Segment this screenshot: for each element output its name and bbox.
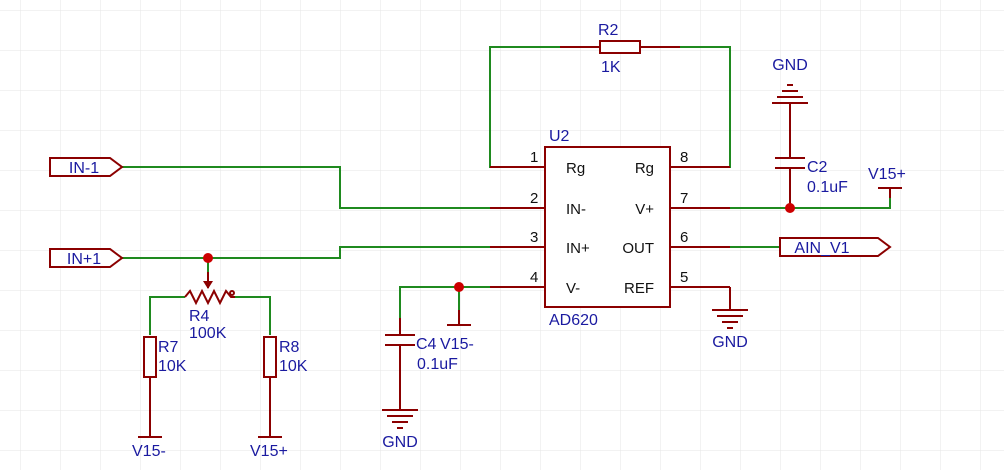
r8-ref: R8	[279, 339, 300, 356]
pin-name: REF	[624, 280, 654, 297]
resistor-r8[interactable]: R8 10K V15+	[250, 336, 308, 460]
pin-name: Rg	[635, 160, 654, 177]
port-in-plus[interactable]: IN+1	[49, 248, 124, 268]
r8-body	[263, 336, 277, 378]
r2-ref: R2	[598, 22, 619, 39]
power-v15p-top: V15+	[868, 166, 906, 198]
pin-number: 2	[530, 190, 538, 207]
r2-body	[599, 40, 641, 54]
ic-body	[544, 146, 671, 308]
wire-r4-right[interactable]	[235, 296, 271, 335]
resistor-r2[interactable]: R2 1K	[560, 22, 680, 76]
wire-vplus[interactable]	[730, 198, 891, 209]
port-in-minus-shape	[49, 157, 124, 177]
ic-part-name: AD620	[549, 312, 598, 329]
port-in-minus[interactable]: IN-1	[49, 157, 124, 177]
r7-power-label: V15-	[132, 443, 166, 460]
gnd-label: GND	[772, 57, 808, 74]
pin-name: Rg	[566, 160, 585, 177]
potentiometer-r4[interactable]: R4 100K	[184, 272, 235, 342]
pin-number: 4	[530, 269, 538, 286]
ic-designator: U2	[549, 128, 570, 145]
gnd-symbol-top: GND	[772, 57, 808, 104]
r7-ref: R7	[158, 339, 179, 356]
port-in-plus-shape	[49, 248, 124, 268]
ic-u2[interactable]: U2 AD620 1 2 3 4 Rg IN- IN+ V- 8 7 6 5 R…	[490, 128, 730, 329]
r4-value: 100K	[189, 325, 227, 342]
pin-name: IN-	[566, 201, 586, 218]
r7-body	[143, 336, 157, 378]
pin-name: IN+	[566, 240, 590, 257]
pin-number: 7	[680, 190, 688, 207]
junction-dot	[454, 282, 464, 292]
power-v15n-tap: V15-	[440, 310, 474, 353]
pin-name: OUT	[622, 240, 654, 257]
wire-in-plus[interactable]	[122, 246, 490, 259]
c2-value: 0.1uF	[807, 179, 848, 196]
wire-r4-left[interactable]	[149, 296, 185, 335]
port-in-plus-label: IN+1	[67, 251, 101, 268]
pin-number: 3	[530, 229, 538, 246]
port-ain-v1-shape	[779, 237, 892, 257]
r8-power-label: V15+	[250, 443, 288, 460]
capacitor-c4[interactable]: C4 0.1uF	[385, 318, 458, 410]
pin-number: 1	[530, 149, 538, 166]
wire-in-minus[interactable]	[122, 166, 490, 209]
r4-wiper-arrow	[203, 281, 213, 289]
v15n-label: V15-	[440, 336, 474, 353]
gnd-symbol-ref: GND	[712, 287, 748, 351]
r8-value: 10K	[279, 358, 308, 375]
capacitor-c2[interactable]: C2 0.1uF	[775, 103, 848, 208]
c4-value: 0.1uF	[417, 356, 458, 373]
port-ain-v1[interactable]: AIN_V1	[779, 237, 892, 257]
r4-ref: R4	[189, 308, 210, 325]
port-ain-v1-label: AIN_V1	[794, 240, 849, 257]
r4-dot	[229, 290, 235, 296]
junction-dot	[785, 203, 795, 213]
gnd-label: GND	[382, 434, 418, 451]
pin-number: 8	[680, 149, 688, 166]
junction-dot	[203, 253, 213, 263]
c2-ref: C2	[807, 159, 828, 176]
c4-ref: C4	[416, 336, 437, 353]
resistor-r7[interactable]: R7 10K V15-	[132, 336, 187, 460]
r7-value: 10K	[158, 358, 187, 375]
pin-number: 6	[680, 229, 688, 246]
r4-zigzag	[184, 288, 235, 306]
gnd-label: GND	[712, 334, 748, 351]
gnd-symbol-c4: GND	[382, 409, 418, 451]
port-in-minus-label: IN-1	[69, 160, 99, 177]
pin-name: V+	[635, 201, 654, 218]
r2-value: 1K	[601, 59, 621, 76]
v15p-label: V15+	[868, 166, 906, 183]
pin-name: V-	[566, 280, 580, 297]
pin-number: 5	[680, 269, 688, 286]
